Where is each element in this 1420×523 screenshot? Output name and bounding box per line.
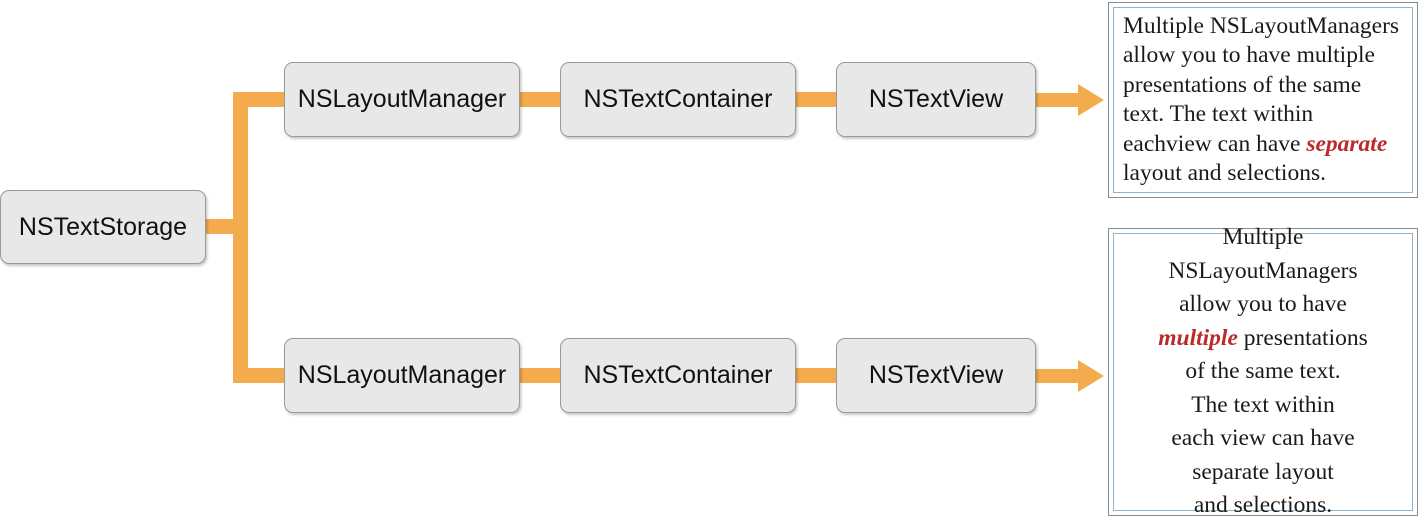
text-run: eachview can have [1123,130,1307,157]
text-line: allow you to have multiple [1123,41,1403,71]
text-line: allow you to have [1123,288,1403,322]
node-label: NSLayoutManager [297,361,507,389]
text-line: The text within [1123,389,1403,423]
node-label: NSTextContainer [583,361,773,389]
connector-top-tc-to-tv [792,92,842,107]
connector-top-lm-to-tc [516,92,566,107]
node-label: NSLayoutManager [297,85,507,113]
node-bottom-nslayoutmanager[interactable]: NSLayoutManager [284,338,520,413]
node-top-nslayoutmanager[interactable]: NSLayoutManager [284,62,520,137]
text-run: allow you to have multiple [1123,42,1375,68]
text-line: layout and selections. [1123,159,1403,189]
text-line: each view can have [1123,422,1403,456]
text-line: of the same text. [1123,355,1403,389]
node-bottom-nstextcontainer[interactable]: NSTextContainer [560,338,796,413]
text-run: presentations of the same [1123,71,1362,98]
text-run: and selections. [1193,492,1333,519]
node-label: NSTextContainer [583,85,773,113]
text-line: presentations of the same [1123,71,1403,101]
text-line: eachview can have separate [1123,130,1403,160]
text-line: and selections. [1123,489,1403,523]
text-panel-top[interactable]: Multiple NSLayoutManagers allow you to ha… [1108,2,1418,198]
text-run: allow you to have [1179,291,1347,318]
text-run: text. The text within [1123,101,1314,127]
connector-bottom-tc-to-tv [792,368,842,383]
arrow-bottom-row [1032,360,1104,392]
text-run: of the same text. [1185,358,1341,385]
connector-bottom-lm-to-tc [516,368,566,383]
text-line: separate layout [1123,456,1403,490]
node-nstextstorage[interactable]: NSTextStorage [0,190,206,264]
node-label: NSTextStorage [18,212,188,241]
text-run: NSLayoutManagers [1168,257,1358,284]
connector-top-branch [233,92,291,107]
connector-vertical-trunk [233,92,248,383]
text-run: Multiple [1222,224,1304,251]
text-run: presentations [1237,324,1368,351]
text-line: Multiple [1123,221,1403,255]
text-line: NSLayoutManagers [1123,255,1403,289]
node-top-nstextcontainer[interactable]: NSTextContainer [560,62,796,137]
text-line: multiple presentations [1123,322,1403,356]
text-run: The text within [1191,391,1335,418]
text-run: Multiple NSLayoutManagers [1123,12,1400,39]
node-label: NSTextView [868,85,1004,113]
text-run: separate layout [1192,458,1334,485]
node-label: NSTextView [868,361,1004,389]
connector-bottom-branch [233,368,291,383]
node-bottom-nstextview[interactable]: NSTextView [836,338,1036,413]
text-panel-top-body: Multiple NSLayoutManagers allow you to ha… [1114,12,1412,189]
emphasized-word: separate [1306,130,1388,157]
text-run: each view can have [1171,425,1355,452]
text-run: layout and selections. [1123,160,1326,186]
emphasized-word: multiple [1158,324,1238,351]
text-panel-top-inner: Multiple NSLayoutManagers allow you to ha… [1113,7,1413,193]
text-line: text. The text within [1123,100,1403,130]
text-line: Multiple NSLayoutManagers [1123,12,1403,42]
node-top-nstextview[interactable]: NSTextView [836,62,1036,137]
arrow-top-row [1032,84,1104,116]
